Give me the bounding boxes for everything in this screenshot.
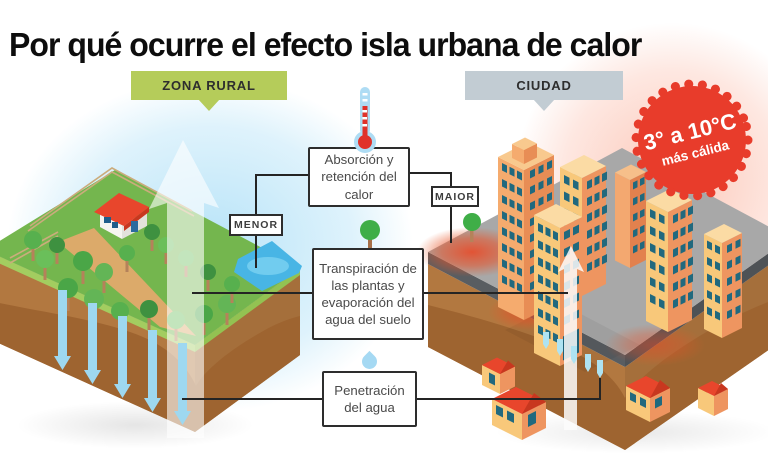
menor-label: MENOR xyxy=(229,214,283,236)
city-soil-lower-layer xyxy=(428,302,768,450)
maior-label-text: MAIOR xyxy=(435,190,475,203)
tree-icon xyxy=(356,219,384,254)
house xyxy=(698,381,728,416)
building xyxy=(646,189,693,332)
building xyxy=(704,224,742,338)
city-buildings xyxy=(482,137,742,440)
house xyxy=(626,376,670,422)
rural-zone-label-text: ZONA RURAL xyxy=(162,78,256,93)
badge-seal-shape xyxy=(631,79,753,201)
page-title: Por qué ocurre el efecto isla urbana de … xyxy=(9,26,642,64)
penetration-box: Penetración del agua xyxy=(322,371,417,427)
transpiration-box: Transpiración de las plantas y evaporaci… xyxy=(312,248,424,340)
city-infiltration-marks xyxy=(543,332,603,378)
city-zone-label-text: CIUDAD xyxy=(516,78,572,93)
menor-label-text: MENOR xyxy=(233,219,279,231)
thermometer-icon xyxy=(352,86,378,161)
temperature-badge: 3° a 10°C más cálida xyxy=(616,64,768,217)
building xyxy=(615,164,646,268)
house xyxy=(482,357,515,394)
rural-zone-label: ZONA RURAL xyxy=(131,71,287,111)
transpiration-box-text: Transpiración de las plantas y evaporaci… xyxy=(319,260,417,328)
house xyxy=(492,387,546,440)
maior-label: MAIOR xyxy=(431,186,479,207)
water-drop-icon xyxy=(358,350,381,373)
penetration-box-text: Penetración del agua xyxy=(334,382,405,415)
city-zone-label: CIUDAD xyxy=(465,71,623,111)
